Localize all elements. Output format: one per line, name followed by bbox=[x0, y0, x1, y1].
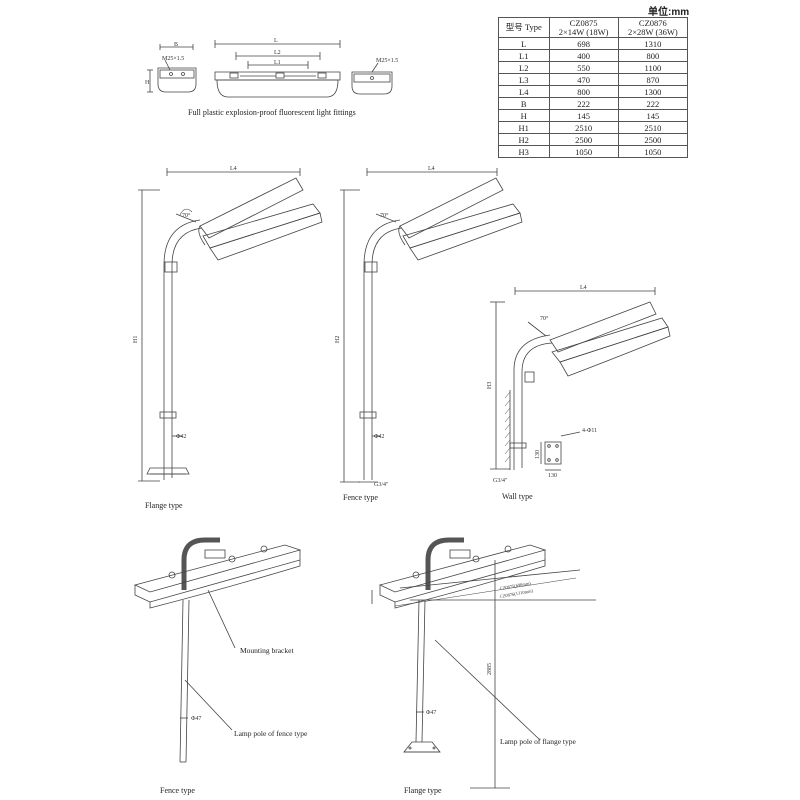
thread-label-right: M25×1.5 bbox=[376, 58, 398, 64]
flange-perspective-drawing bbox=[372, 540, 596, 788]
fence-type-caption: Fence type bbox=[343, 493, 378, 502]
wall-type-drawing bbox=[490, 287, 670, 470]
fixture-front-view bbox=[215, 40, 340, 97]
flange-type-bottom-caption: Flange type bbox=[404, 786, 442, 795]
dim-B-label: B bbox=[174, 42, 178, 48]
lamp-pole-flange-caption: Lamp pole of flange type bbox=[500, 737, 576, 746]
fixture-side-view-right bbox=[352, 63, 392, 94]
fence-phi47-label: Φ47 bbox=[191, 716, 201, 722]
flange-angle-label: 70° bbox=[182, 212, 191, 219]
fence-type-drawing bbox=[340, 168, 522, 482]
fence-L4-label: L4 bbox=[428, 166, 435, 172]
dim-L-label: L bbox=[274, 38, 278, 44]
fence-H2-label: H2 bbox=[335, 336, 341, 343]
fence-g34-label: G3/4" bbox=[374, 482, 389, 488]
wall-plate-width-label: 130 bbox=[548, 473, 557, 479]
fence-angle-label: 70° bbox=[380, 212, 389, 219]
flange-phi42-label: Φ42 bbox=[176, 434, 186, 440]
fixture-caption: Full plastic explosion-proof fluorescent… bbox=[188, 108, 356, 117]
fence-phi42-label: Φ42 bbox=[374, 434, 384, 440]
lamp-pole-fence-caption: Lamp pole of fence type bbox=[234, 729, 308, 738]
wall-g34-label: G3/4" bbox=[493, 478, 508, 484]
height-2885-label: 2885 bbox=[487, 663, 493, 675]
wall-angle-label: 70° bbox=[540, 315, 549, 322]
dim-L2-label: L2 bbox=[274, 50, 281, 56]
fence-type-bottom-caption: Fence type bbox=[160, 786, 195, 795]
flange-H1-label: H1 bbox=[133, 336, 139, 343]
mounting-bracket-caption: Mounting bracket bbox=[240, 646, 294, 655]
fixture-side-view-left bbox=[147, 44, 196, 92]
flange-L4-label: L4 bbox=[230, 166, 237, 172]
wall-H3-label: H3 bbox=[487, 382, 493, 389]
wall-plate-height-label: 130 bbox=[535, 450, 541, 459]
flange-phi47-label: Φ47 bbox=[426, 710, 436, 716]
flange-type-caption: Flange type bbox=[145, 501, 183, 510]
thread-label-left: M25×1.5 bbox=[162, 56, 184, 62]
dim-L1-label: L1 bbox=[274, 60, 281, 66]
flange-type-drawing bbox=[138, 168, 322, 481]
dim-H-label: H bbox=[145, 80, 150, 86]
wall-L4-label: L4 bbox=[580, 285, 587, 291]
wall-type-caption: Wall type bbox=[502, 492, 533, 501]
wall-holes-label: 4-Φ11 bbox=[582, 428, 597, 434]
